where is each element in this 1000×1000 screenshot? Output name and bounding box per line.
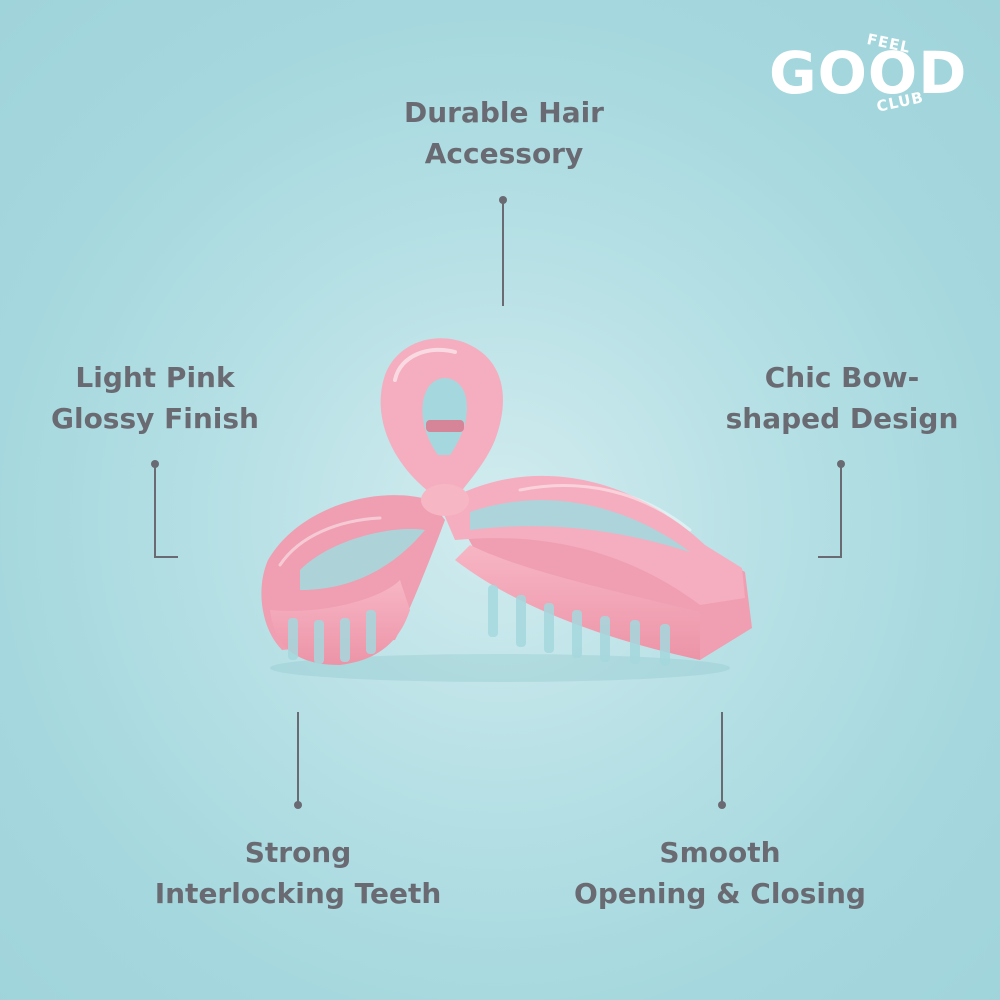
feature-strong-teeth: Strong Interlocking Teeth bbox=[140, 832, 456, 914]
feature-durable: Durable Hair Accessory bbox=[390, 92, 618, 174]
feature-light-pink-line2: Glossy Finish bbox=[50, 402, 259, 435]
feature-smooth-line2: Opening & Closing bbox=[574, 877, 866, 910]
feature-light-pink-line1: Light Pink bbox=[75, 361, 235, 394]
feature-chic-bow: Chic Bow- shaped Design bbox=[715, 357, 969, 439]
feature-chic-bow-line1: Chic Bow- bbox=[764, 361, 920, 394]
feature-light-pink: Light Pink Glossy Finish bbox=[40, 357, 270, 439]
feature-chic-bow-line2: shaped Design bbox=[725, 402, 959, 435]
feature-strong-teeth-line1: Strong bbox=[244, 836, 352, 869]
feature-durable-line2: Accessory bbox=[424, 137, 584, 170]
feature-smooth: Smooth Opening & Closing bbox=[560, 832, 880, 914]
logo-good-text: GOOD bbox=[769, 39, 968, 107]
feature-strong-teeth-line2: Interlocking Teeth bbox=[154, 877, 442, 910]
feature-durable-line1: Durable Hair bbox=[404, 96, 604, 129]
feel-good-club-logo: FEEL GOOD CLUB bbox=[765, 22, 975, 122]
feature-smooth-line1: Smooth bbox=[659, 836, 781, 869]
